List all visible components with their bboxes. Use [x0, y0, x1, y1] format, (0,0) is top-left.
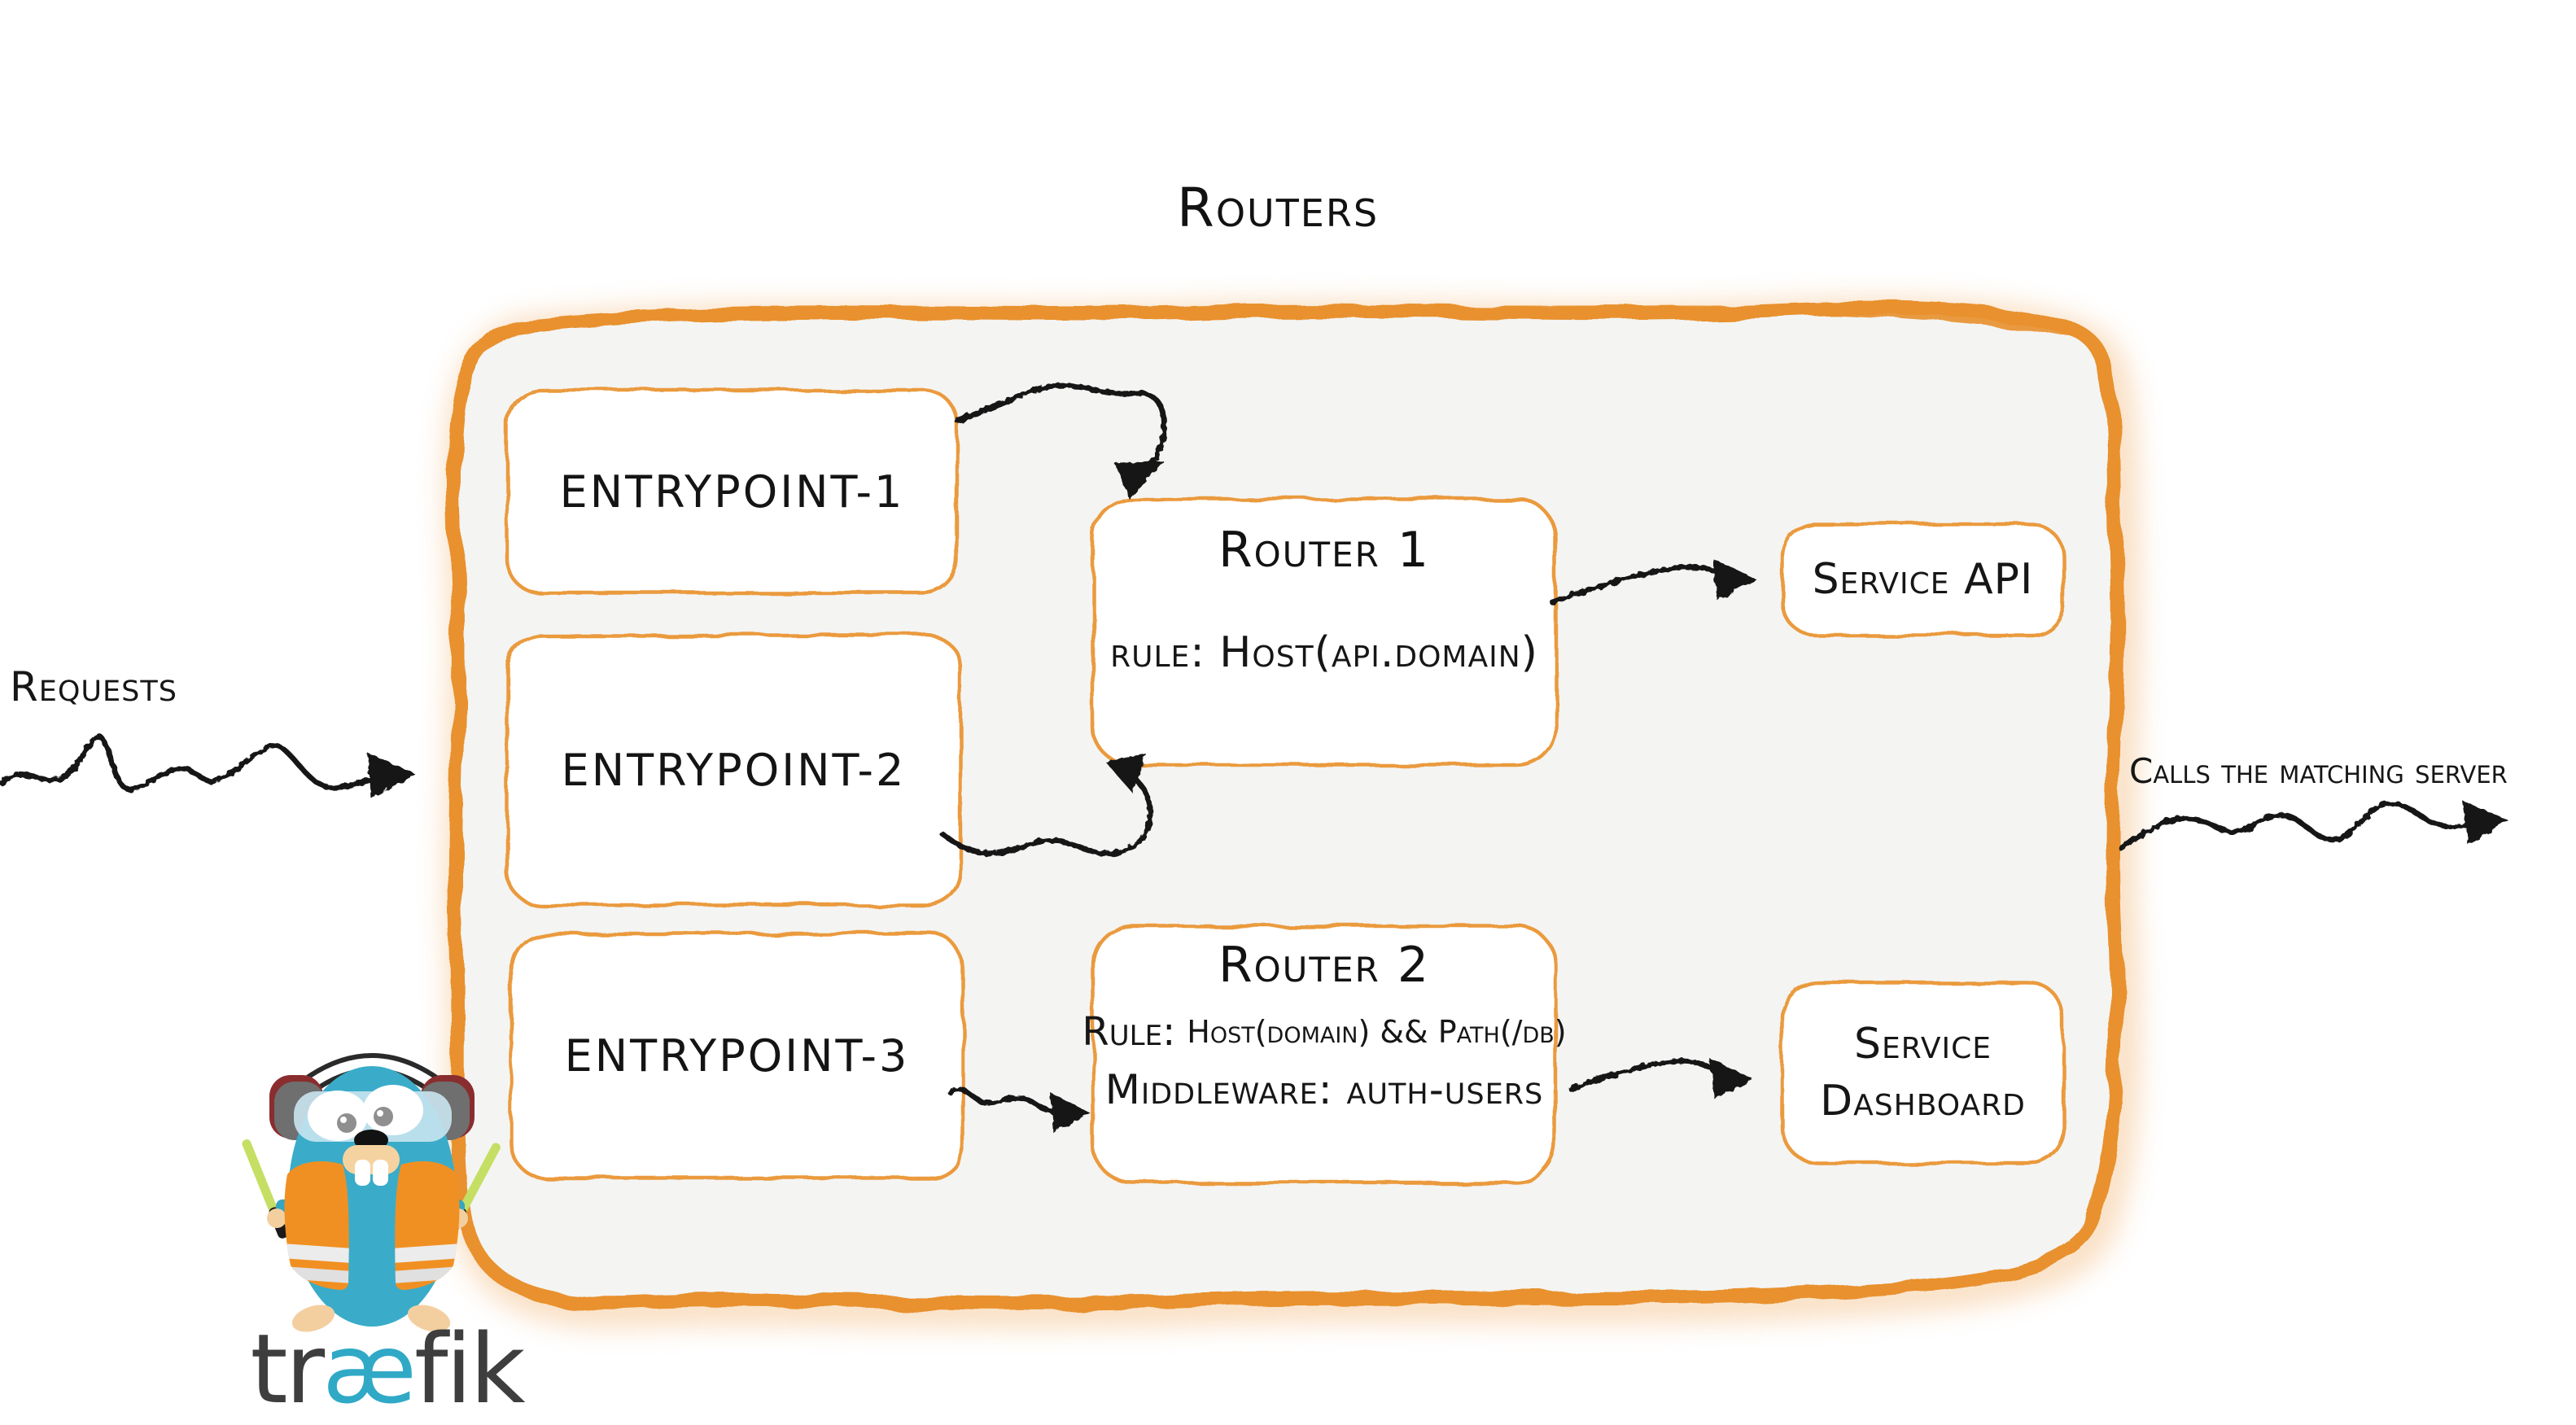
wordmark-suffix: fik [413, 1313, 526, 1425]
gopher-foot-left [291, 1305, 335, 1332]
service-dashboard-label: Service Dashboard [1782, 982, 2063, 1163]
pupil-highlight-left [340, 1117, 347, 1123]
output-label: Calls the matching server [2129, 750, 2508, 791]
pupil-highlight-right [377, 1110, 383, 1117]
service-dashboard-box [1780, 980, 2066, 1165]
arrowhead-entrypoint2-router1 [1105, 754, 1146, 793]
gopher-foot-right [407, 1305, 451, 1332]
entrypoint-2-box [505, 632, 963, 907]
router-2-rule-key: Rule: [1082, 1009, 1176, 1055]
arrow-router1-serviceapi [1549, 564, 1717, 605]
gopher-tooth-right [373, 1160, 388, 1186]
requests-label: Requests [10, 663, 177, 710]
requests-arrow [0, 733, 384, 793]
gopher-pupil-left [337, 1113, 356, 1133]
page-title: Routers [1176, 176, 1380, 239]
router-1-rule: rule: Host(api.domain) [1110, 628, 1538, 677]
arrowhead-entrypoint1-router1 [1115, 461, 1164, 500]
arrow-entrypoint3-router2 [947, 1086, 1061, 1115]
gopher-pupil-right [374, 1107, 393, 1126]
wordmark-ligature: æ [322, 1313, 417, 1425]
arrowhead-entrypoint3-router2 [1050, 1092, 1091, 1133]
router-2-box [1091, 924, 1558, 1185]
wordmark-prefix: tr [250, 1313, 325, 1425]
router-1-box [1091, 496, 1558, 767]
router-2-rule-value: Host(domain) && Path(/db) [1187, 1014, 1567, 1050]
service-api-label: Service API [1812, 555, 2034, 604]
vest-stripe-right-1 [395, 1243, 460, 1264]
entrypoint-3-label: entrypoint-3 [564, 1029, 910, 1082]
entrypoint-1-label: entrypoint-1 [559, 466, 905, 518]
service-dashboard-line1: Service [1854, 1019, 1992, 1069]
router-1-title: Router 1 [1218, 522, 1431, 579]
gopher-muzzle [343, 1145, 400, 1174]
arrow-entrypoint2-router1 [939, 773, 1153, 857]
router-2-middleware: Middleware: auth-users [1104, 1066, 1544, 1113]
container-brush-accent [566, 304, 2084, 339]
service-dashboard-line2: Dashboard [1820, 1077, 2026, 1126]
requests-arrowhead [368, 753, 415, 798]
router-2-rule: Rule: Host(domain) && Path(/db) [1082, 1008, 1566, 1056]
arrow-entrypoint1-router1 [954, 382, 1167, 477]
service-api-box [1780, 522, 2066, 637]
traefik-gopher-logo [242, 1053, 501, 1332]
gopher-tooth-left [355, 1160, 370, 1186]
router-2-title: Router 2 [1218, 937, 1431, 994]
entrypoint-1-box [505, 387, 960, 596]
entrypoint-3-box [509, 931, 965, 1180]
entrypoint-2-label: entrypoint-2 [561, 744, 907, 796]
goggle-lens-right [363, 1085, 423, 1135]
arrowhead-router1-serviceapi [1712, 558, 1756, 601]
output-arrowhead [2463, 801, 2508, 845]
arrowhead-router2-servicedashboard [1709, 1058, 1753, 1099]
gopher-hand-left [267, 1209, 286, 1228]
arrow-router2-servicedashboard [1568, 1058, 1716, 1092]
output-arrow [2118, 800, 2478, 851]
vest-stripe-left-1 [284, 1243, 349, 1264]
